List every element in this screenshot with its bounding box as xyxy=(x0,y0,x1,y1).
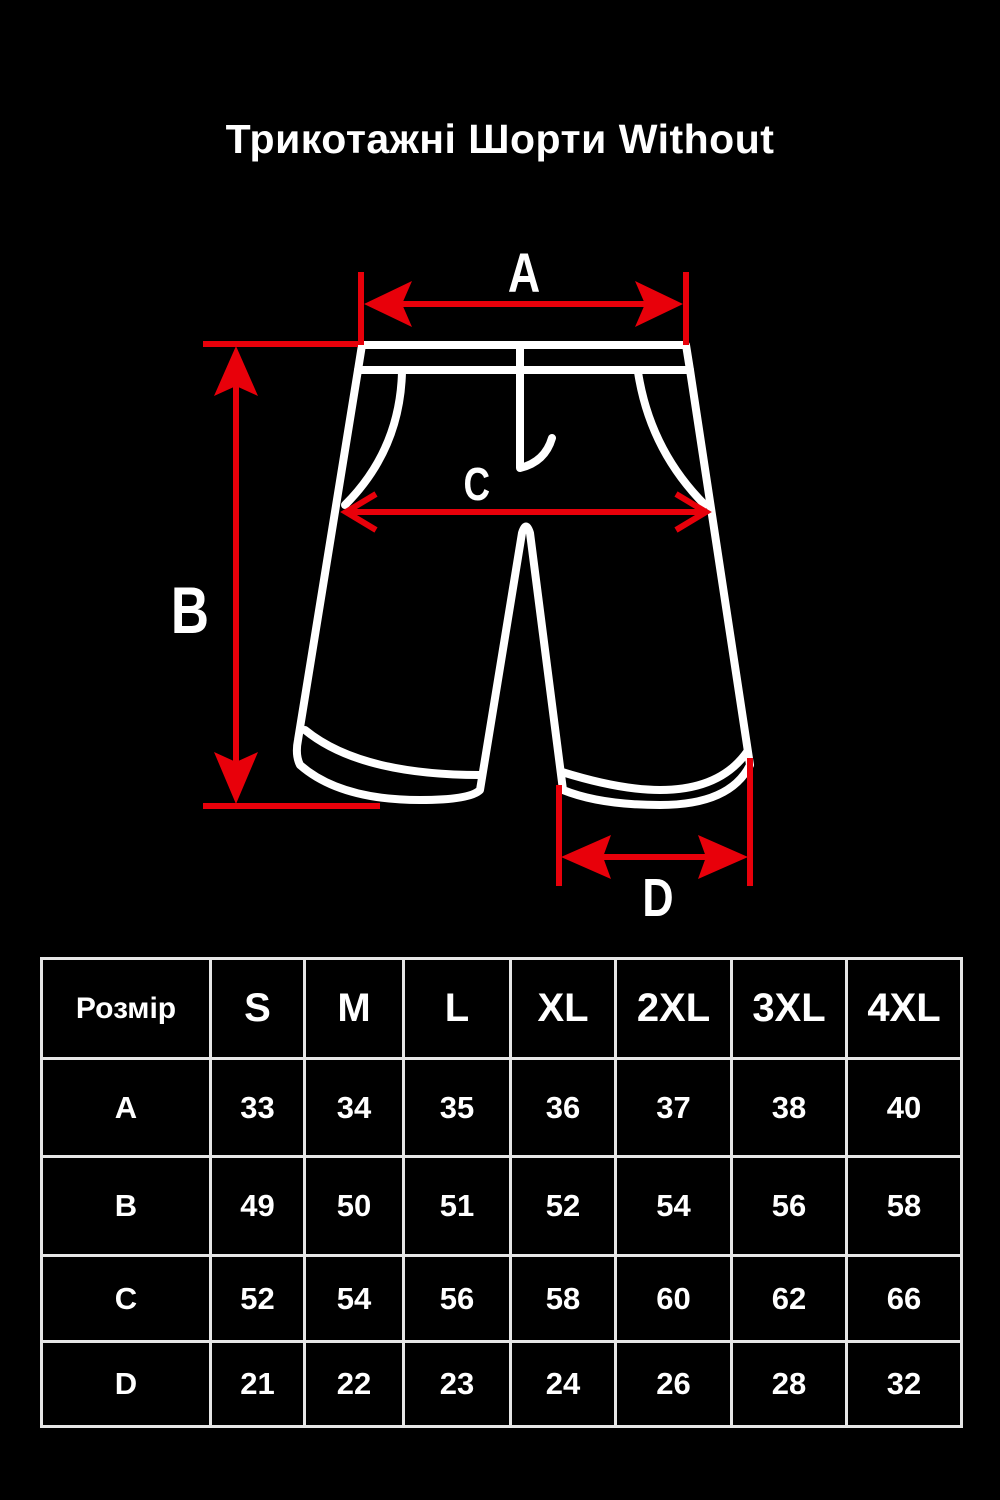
row-label: B xyxy=(40,1155,212,1257)
table-cell: 35 xyxy=(402,1057,512,1158)
table-cell: 32 xyxy=(845,1340,963,1428)
table-cell: 51 xyxy=(402,1155,512,1257)
header-cell: XL xyxy=(509,957,617,1060)
table-cell: 21 xyxy=(209,1340,306,1428)
table-cell: 40 xyxy=(845,1057,963,1158)
right-pocket xyxy=(634,368,709,509)
arrow-a-right xyxy=(635,281,683,327)
header-size: Розмір xyxy=(40,957,212,1060)
table-cell: 52 xyxy=(509,1155,617,1257)
header-cell: 4XL xyxy=(845,957,963,1060)
dimension-arrows xyxy=(203,272,753,886)
arrow-b-down xyxy=(214,752,258,804)
label-a: A xyxy=(508,241,540,304)
arrow-d-right xyxy=(698,835,748,879)
shorts-measurement-diagram: A B C D xyxy=(171,241,754,929)
table-cell: 34 xyxy=(303,1057,405,1158)
header-cell: L xyxy=(402,957,512,1060)
left-leg xyxy=(292,366,754,809)
row-label: D xyxy=(40,1340,212,1428)
size-table: Розмір S M L XL 2XL 3XL 4XL A 33 34 35 3… xyxy=(40,957,963,1428)
table-row: C 52 54 56 58 60 62 66 xyxy=(40,1254,963,1343)
table-cell: 62 xyxy=(730,1254,848,1343)
row-label: C xyxy=(40,1254,212,1343)
arrow-c-left xyxy=(340,491,378,533)
table-cell: 58 xyxy=(509,1254,617,1343)
arrow-b-up xyxy=(214,346,258,396)
page-title: Трикотажні Шорти Without xyxy=(225,116,775,162)
table-header-row: Розмір S M L XL 2XL 3XL 4XL xyxy=(40,957,963,1060)
table-cell: 56 xyxy=(402,1254,512,1343)
table-cell: 26 xyxy=(614,1340,733,1428)
table-cell: 28 xyxy=(730,1340,848,1428)
row-label: A xyxy=(40,1057,212,1158)
table-cell: 50 xyxy=(303,1155,405,1257)
arrow-d-left xyxy=(561,835,611,879)
table-cell: 33 xyxy=(209,1057,306,1158)
table-cell: 38 xyxy=(730,1057,848,1158)
table-cell: 37 xyxy=(614,1057,733,1158)
table-cell: 22 xyxy=(303,1340,405,1428)
table-cell: 66 xyxy=(845,1254,963,1343)
table-cell: 23 xyxy=(402,1340,512,1428)
table-cell: 56 xyxy=(730,1155,848,1257)
table-cell: 49 xyxy=(209,1155,306,1257)
header-cell: 2XL xyxy=(614,957,733,1060)
left-hem xyxy=(301,726,484,779)
table-cell: 58 xyxy=(845,1155,963,1257)
table-cell: 60 xyxy=(614,1254,733,1343)
table-cell: 54 xyxy=(614,1155,733,1257)
label-b: B xyxy=(171,573,209,647)
table-cell: 24 xyxy=(509,1340,617,1428)
table-row: D 21 22 23 24 26 28 32 xyxy=(40,1340,963,1428)
table-cell: 54 xyxy=(303,1254,405,1343)
drawstring xyxy=(516,344,556,472)
arrow-c-right xyxy=(674,491,712,533)
table-cell: 52 xyxy=(209,1254,306,1343)
right-hem xyxy=(558,748,751,794)
left-pocket xyxy=(341,368,406,509)
label-c: C xyxy=(464,458,491,510)
label-d: D xyxy=(642,869,673,929)
arrow-a-left xyxy=(364,281,412,327)
header-cell: M xyxy=(303,957,405,1060)
header-cell: 3XL xyxy=(730,957,848,1060)
header-cell: S xyxy=(209,957,306,1060)
table-row: A 33 34 35 36 37 38 40 xyxy=(40,1057,963,1158)
table-row: B 49 50 51 52 54 56 58 xyxy=(40,1155,963,1257)
table-cell: 36 xyxy=(509,1057,617,1158)
shorts-outline xyxy=(292,341,754,809)
